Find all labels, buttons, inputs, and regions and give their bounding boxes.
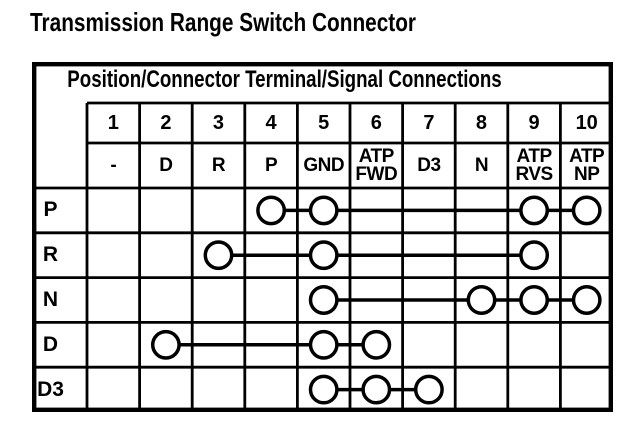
signal-name: D3 [417,154,441,176]
connection-circle-terminal-5 [308,329,339,360]
terminal-number: 9 [528,111,540,134]
position-label: N [42,287,59,311]
position-label: R [42,243,59,267]
connection-circle-terminal-9 [519,285,550,315]
signal-name: ATP FWD [355,145,398,185]
terminal-number: 7 [423,111,435,134]
connection-circle-terminal-4 [256,195,287,226]
terminal-number: 2 [160,111,172,134]
terminal-number: 3 [212,111,225,134]
terminal-number: 4 [265,111,277,134]
terminal-number: 6 [370,111,382,134]
signal-name: GND [303,154,345,176]
connection-circle-terminal-5 [308,374,339,405]
terminal-number: 8 [475,111,488,134]
connection-circle-terminal-6 [361,374,392,405]
connection-circle-terminal-10 [571,195,602,226]
connection-circle-terminal-5 [308,240,339,271]
signal-name: P [265,154,278,176]
connection-circle-terminal-2 [150,329,181,360]
signal-name: D [159,154,173,176]
connection-circle-terminal-3 [203,240,234,271]
terminal-number: 1 [107,111,119,134]
connection-circle-terminal-8 [466,285,497,315]
position-label: D3 [37,377,64,401]
table-outer-border [32,61,613,413]
signal-name: ATP NP [569,145,605,185]
table-header: Position/Connector Terminal/Signal Conne… [67,66,502,93]
page-title: Transmission Range Switch Connector [30,7,417,37]
terminal-number: 5 [318,111,330,134]
connection-circle-terminal-6 [361,329,392,360]
signal-name: N [474,154,489,176]
signal-name: - [110,154,117,176]
connection-circle-terminal-5 [308,195,339,226]
connection-circle-terminal-5 [308,285,339,315]
position-label: P [43,198,58,222]
connection-circle-terminal-9 [519,240,550,271]
signal-name: ATP RVS [515,145,553,185]
connection-circle-terminal-7 [413,374,444,405]
terminal-number: 10 [575,111,598,134]
position-label: D [42,332,59,356]
signal-name: R [211,154,226,176]
connection-circle-terminal-10 [571,285,602,315]
connection-circle-terminal-9 [519,195,550,226]
